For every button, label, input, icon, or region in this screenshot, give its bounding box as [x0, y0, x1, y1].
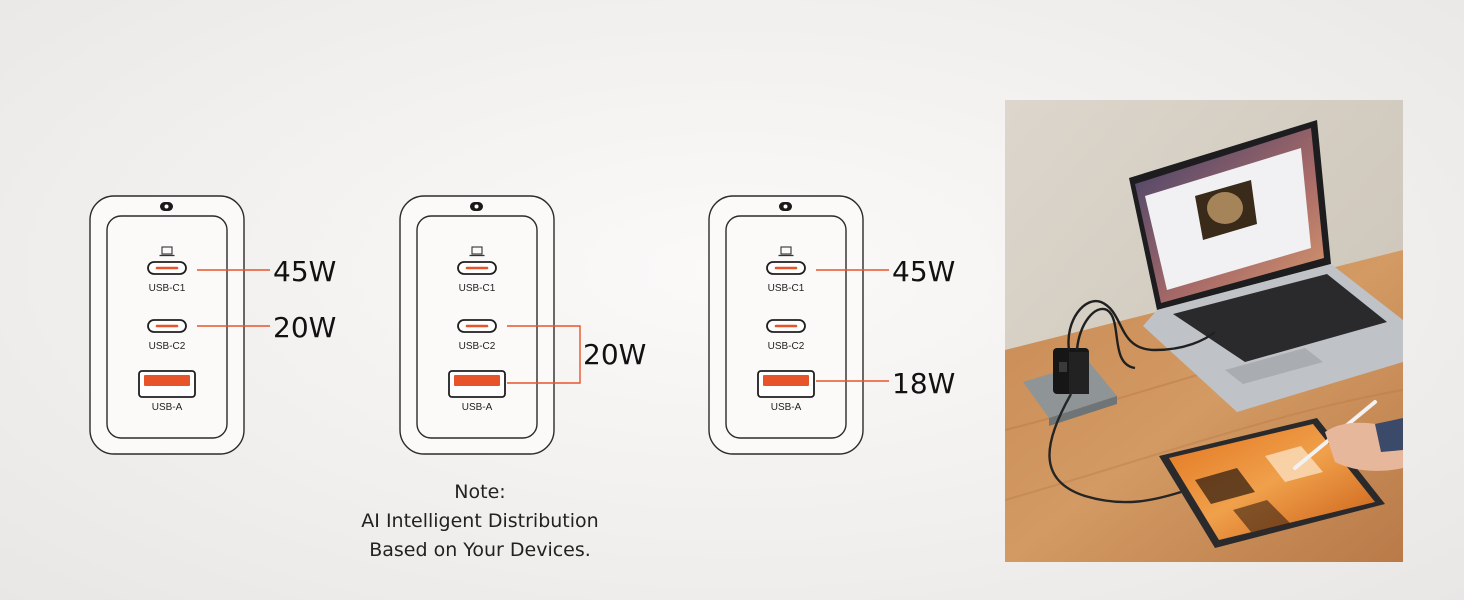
charger-3: USB-C1 USB-C2 USB-A 45W 18W	[708, 195, 955, 455]
usb-a-port-icon	[757, 370, 815, 398]
port-label-usb-a: USB-A	[771, 402, 802, 413]
note-text: Note: AI Intelligent Distribution Based …	[300, 478, 660, 565]
note-line-3: Based on Your Devices.	[369, 539, 591, 561]
charger-2: USB-C1 USB-C2 USB-A 20W	[399, 195, 646, 455]
port-label-usb-c2: USB-C2	[768, 341, 805, 352]
output-label-usb-c2: 20W	[273, 311, 336, 344]
charger-1: USB-C1 USB-C2 USB-A 45W 20W	[89, 195, 336, 455]
output-label-usb-a: 18W	[892, 367, 955, 400]
usb-c2-port-icon	[765, 318, 807, 334]
port-label-usb-c1: USB-C1	[768, 283, 805, 294]
product-photo	[1005, 100, 1403, 562]
usb-c2-port-icon	[456, 318, 498, 334]
output-label-shared: 20W	[583, 338, 646, 371]
port-label-usb-a: USB-A	[462, 402, 493, 413]
usb-c1-port-icon	[146, 260, 188, 276]
port-label-usb-a: USB-A	[152, 402, 183, 413]
output-label-usb-c1: 45W	[273, 255, 336, 288]
note-line-2: AI Intelligent Distribution	[361, 510, 599, 532]
usb-c1-port-icon	[765, 260, 807, 276]
port-label-usb-c2: USB-C2	[149, 341, 186, 352]
usb-c1-port-icon	[456, 260, 498, 276]
desk-scene-illustration	[1005, 100, 1403, 562]
port-label-usb-c1: USB-C1	[459, 283, 496, 294]
output-label-usb-c1: 45W	[892, 255, 955, 288]
connector-bracket	[507, 325, 581, 384]
port-label-usb-c1: USB-C1	[149, 283, 186, 294]
port-label-usb-c2: USB-C2	[459, 341, 496, 352]
note-heading: Note:	[454, 481, 506, 503]
usb-c2-port-icon	[146, 318, 188, 334]
usb-a-port-icon	[448, 370, 506, 398]
usb-a-port-icon	[138, 370, 196, 398]
